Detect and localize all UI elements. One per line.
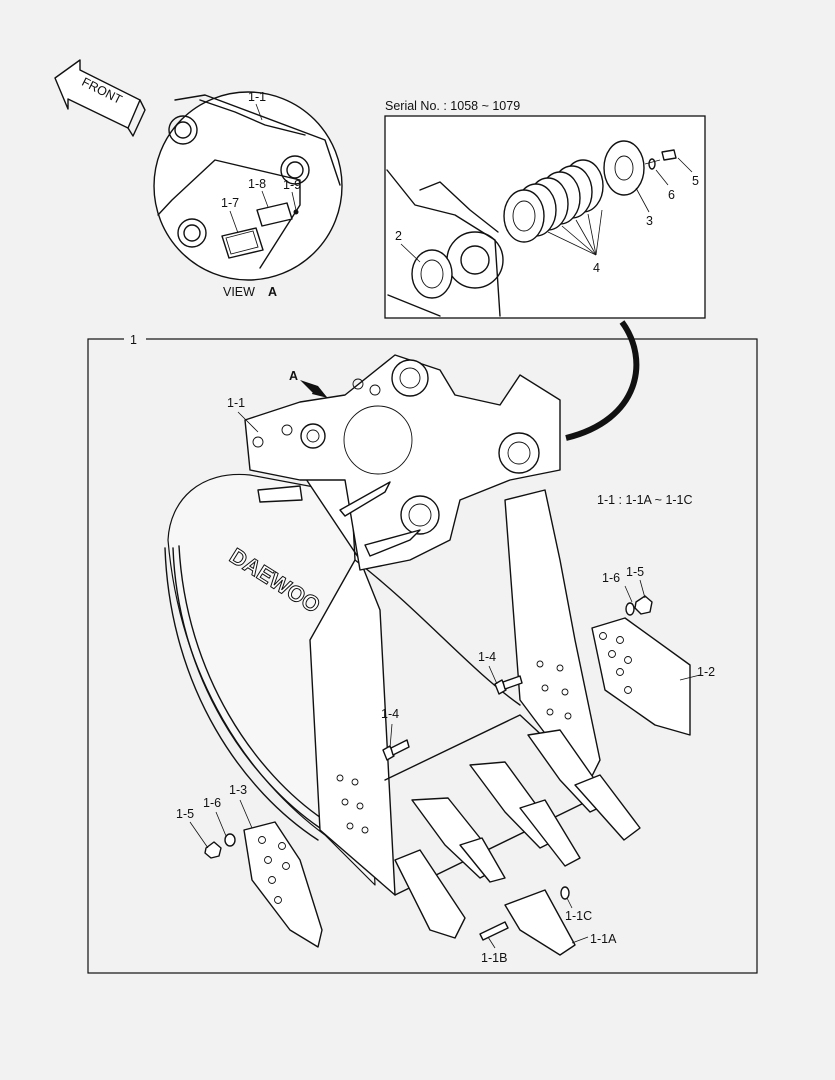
side-cutter-right <box>591 595 691 736</box>
callout-1-1-main: 1-1 <box>227 396 245 410</box>
serial-label: Serial No. : 1058 ~ 1079 <box>385 99 520 113</box>
callout-1-6-left: 1-6 <box>203 796 221 810</box>
side-cutter-left <box>204 821 323 948</box>
callout-1-7: 1-7 <box>221 196 239 210</box>
callout-1-5-left: 1-5 <box>176 807 194 821</box>
callout-1-4-b: 1-4 <box>381 707 399 721</box>
callout-1-1B: 1-1B <box>481 951 507 965</box>
callout-3: 3 <box>646 214 653 228</box>
view-label: VIEW <box>223 285 255 299</box>
main-frame <box>87 338 758 974</box>
bucket-body: DAEWOO <box>164 354 601 896</box>
view-letter: A <box>268 285 277 299</box>
front-arrow-icon: FRONT <box>54 59 146 137</box>
note-text: 1-1 : 1-1A ~ 1-1C <box>597 493 693 507</box>
pin-lock <box>479 886 576 956</box>
callout-1-1-view: 1-1 <box>248 90 266 104</box>
callout-5: 5 <box>692 174 699 188</box>
group-number: 1 <box>130 333 137 347</box>
callout-6: 6 <box>668 188 675 202</box>
callout-1-2: 1-2 <box>697 665 715 679</box>
callout-1-4-a: 1-4 <box>478 650 496 664</box>
bucket-teeth <box>394 729 641 939</box>
bolt-1-4 <box>382 675 523 761</box>
callout-1-6-right: 1-6 <box>602 571 620 585</box>
callout-1-9: 1-9 <box>283 178 301 192</box>
view-a-detail: 1-1 1-7 1-8 1-9 <box>153 90 343 281</box>
callout-4: 4 <box>593 261 600 275</box>
callout-1-5-right: 1-5 <box>626 565 644 579</box>
callout-1-1A: 1-1A <box>590 932 617 946</box>
shim-stack <box>503 159 604 243</box>
callout-1-3: 1-3 <box>229 783 247 797</box>
callout-1-8: 1-8 <box>248 177 266 191</box>
view-a-arrow-icon <box>300 380 328 398</box>
arrow-letter: A <box>289 369 298 383</box>
callout-2: 2 <box>395 229 402 243</box>
serial-inset: 2 3 4 5 6 <box>384 115 706 319</box>
bolt-holes <box>336 660 572 834</box>
leader-lines <box>189 411 701 949</box>
callout-1-1C: 1-1C <box>565 909 592 923</box>
connector-curve <box>565 320 640 441</box>
